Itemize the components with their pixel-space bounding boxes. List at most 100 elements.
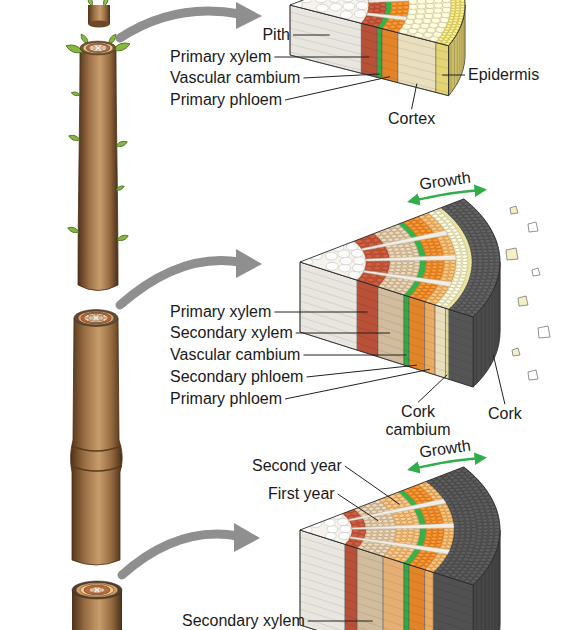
cell bbox=[462, 258, 468, 262]
leaf-bud bbox=[115, 140, 128, 148]
cell bbox=[407, 520, 413, 524]
cell bbox=[471, 534, 477, 538]
surface-texture bbox=[457, 35, 458, 81]
surface-texture bbox=[485, 573, 486, 630]
cell bbox=[403, 1, 409, 5]
cell bbox=[468, 548, 474, 552]
cell bbox=[441, 277, 447, 281]
cell bbox=[494, 532, 500, 536]
leader-line bbox=[285, 369, 430, 399]
top-face bbox=[300, 199, 500, 317]
cell bbox=[437, 520, 443, 524]
cell bbox=[378, 523, 384, 527]
cell bbox=[492, 242, 498, 246]
cell bbox=[367, 262, 373, 266]
cell bbox=[436, 27, 444, 32]
cell bbox=[412, 23, 420, 28]
cell bbox=[493, 275, 499, 279]
cell bbox=[494, 535, 500, 539]
cell bbox=[446, 545, 451, 548]
cell bbox=[326, 262, 338, 270]
cell bbox=[366, 266, 372, 270]
cell bbox=[487, 246, 493, 250]
surface-texture bbox=[492, 562, 493, 630]
front-face-band bbox=[357, 548, 383, 630]
cell bbox=[477, 266, 483, 270]
cut-center bbox=[94, 317, 99, 319]
cell bbox=[351, 249, 363, 257]
cell bbox=[476, 246, 482, 250]
cut-ring bbox=[72, 581, 122, 599]
cell bbox=[455, 248, 461, 252]
tissue-band bbox=[290, 0, 369, 23]
cell bbox=[489, 525, 495, 529]
cell bbox=[444, 267, 450, 271]
cell bbox=[463, 544, 469, 548]
cell bbox=[417, 0, 425, 4]
top-face-outline bbox=[300, 467, 500, 585]
cell bbox=[431, 249, 437, 253]
cell bbox=[391, 2, 397, 6]
cell bbox=[483, 522, 489, 526]
cell bbox=[405, 514, 411, 518]
cell bbox=[441, 243, 447, 247]
cell bbox=[493, 249, 499, 253]
cell bbox=[430, 23, 438, 28]
cell bbox=[466, 531, 472, 535]
cell bbox=[366, 523, 372, 527]
cell bbox=[447, 277, 453, 281]
cell bbox=[465, 521, 471, 525]
cell bbox=[466, 528, 472, 532]
top-face-outline bbox=[290, 0, 465, 46]
leader-line bbox=[308, 621, 373, 622]
cell bbox=[459, 521, 465, 525]
cell bbox=[486, 279, 492, 283]
cell bbox=[406, 517, 412, 521]
cell bbox=[405, 19, 413, 24]
front-texture bbox=[300, 593, 473, 630]
cell bbox=[442, 7, 450, 12]
cell bbox=[449, 250, 455, 254]
cell bbox=[408, 531, 414, 535]
cell bbox=[383, 519, 389, 523]
cell bbox=[339, 264, 351, 272]
surface-texture bbox=[498, 545, 499, 630]
cell bbox=[431, 269, 437, 273]
surface-texture bbox=[481, 578, 482, 630]
cell bbox=[494, 265, 500, 269]
cell bbox=[396, 25, 402, 29]
front-texture bbox=[290, 44, 449, 85]
cell bbox=[375, 262, 381, 266]
cell bbox=[492, 545, 498, 549]
cell bbox=[426, 3, 434, 8]
cell bbox=[477, 269, 483, 273]
cell bbox=[365, 17, 371, 21]
cell bbox=[455, 271, 461, 275]
cell bbox=[407, 14, 415, 19]
cell bbox=[471, 527, 477, 531]
cell bbox=[442, 12, 450, 17]
cell bbox=[414, 535, 420, 539]
leader-lines bbox=[274, 35, 505, 621]
cell bbox=[459, 278, 465, 282]
cut-ring bbox=[74, 310, 118, 327]
cell bbox=[413, 539, 419, 543]
cell bbox=[451, 545, 457, 549]
cell bbox=[494, 252, 500, 256]
cell bbox=[489, 529, 495, 533]
part-label: Pith bbox=[262, 26, 290, 44]
front-texture bbox=[290, 36, 449, 77]
pointer-arrow bbox=[122, 523, 260, 575]
pointer-arrow bbox=[120, 2, 262, 38]
cut-ring bbox=[83, 42, 113, 53]
cell bbox=[389, 536, 395, 540]
leaf-bud bbox=[115, 185, 125, 192]
surface-texture bbox=[499, 534, 500, 625]
cell bbox=[377, 536, 383, 540]
cell bbox=[437, 561, 442, 564]
cell bbox=[390, 533, 396, 537]
top-face bbox=[300, 466, 500, 585]
surface-texture bbox=[494, 289, 495, 355]
cell bbox=[436, 275, 442, 279]
pointer-head bbox=[234, 523, 260, 552]
